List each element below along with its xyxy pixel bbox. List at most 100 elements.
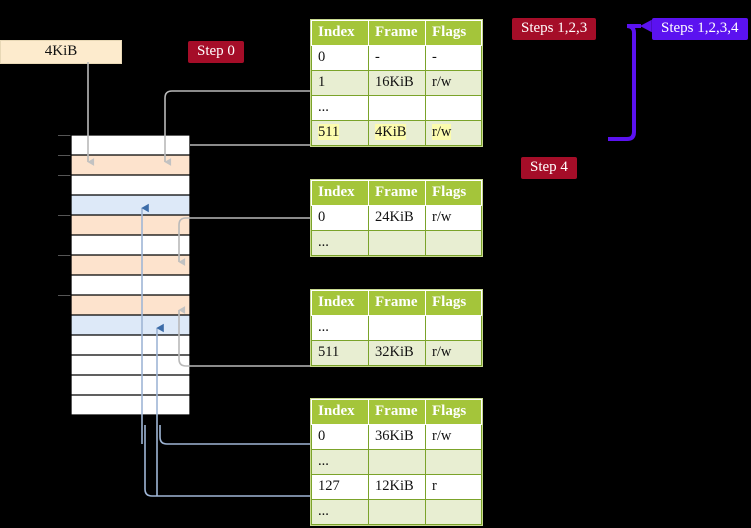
- cell-frame: -: [368, 45, 426, 71]
- cell-frame: 24KiB: [368, 205, 426, 231]
- cell-flags: r/w: [425, 424, 482, 450]
- cell-index: ...: [311, 95, 369, 121]
- cell-text: 511: [318, 124, 340, 140]
- cell-index: ...: [311, 230, 369, 256]
- cell-flags: -: [425, 45, 482, 71]
- column-header-flags: Flags: [425, 180, 482, 206]
- table-row[interactable]: ...: [311, 499, 482, 525]
- physical-memory-grid: [71, 135, 190, 415]
- steps-123-label: Steps 1,2,3: [521, 20, 588, 36]
- cell-flags: [425, 230, 482, 256]
- cell-flags: r/w: [425, 340, 482, 366]
- cell-text: 16KiB: [375, 74, 414, 90]
- column-header-frame: Frame: [368, 20, 426, 46]
- step-0-label: Step 0: [197, 43, 235, 59]
- cell-text: 12KiB: [375, 478, 414, 494]
- cell-frame: [368, 315, 426, 341]
- memory-tick: [58, 255, 72, 256]
- page-size-box: 4KiB: [0, 40, 122, 64]
- cell-flags: r/w: [425, 120, 482, 146]
- cell-text: r/w: [432, 344, 452, 360]
- cell-text: ...: [318, 503, 329, 519]
- table-row[interactable]: 511 32KiB r/w: [311, 340, 482, 366]
- cell-flags: r/w: [425, 70, 482, 96]
- cell-index: 127: [311, 474, 369, 500]
- cell-text: 127: [318, 478, 340, 494]
- table-row[interactable]: ...: [311, 230, 482, 256]
- table-row[interactable]: 511 4KiB r/w: [311, 120, 482, 146]
- table-row[interactable]: 0 24KiB r/w: [311, 205, 482, 231]
- cell-frame: [368, 449, 426, 475]
- column-header-frame: Frame: [368, 290, 426, 316]
- cell-index: 0: [311, 205, 369, 231]
- table-header-row: Index Frame Flags: [311, 20, 482, 46]
- page-table-level-1: Index Frame Flags 0 36KiB r/w ... 127 12…: [311, 399, 482, 525]
- cell-frame: 16KiB: [368, 70, 426, 96]
- step-0-badge: Step 0: [188, 41, 244, 63]
- page-table-level-2: Index Frame Flags ... 511 32KiB r/w: [311, 290, 482, 366]
- cell-index: 0: [311, 45, 369, 71]
- cell-flags: r/w: [425, 205, 482, 231]
- cell-frame: 36KiB: [368, 424, 426, 450]
- table-row[interactable]: ...: [311, 315, 482, 341]
- column-header-frame: Frame: [368, 180, 426, 206]
- table-row[interactable]: 127 12KiB r: [311, 474, 482, 500]
- wire-l2-entry511: [178, 306, 311, 367]
- table-row[interactable]: 0 - -: [311, 45, 482, 71]
- cell-text: 0: [318, 49, 326, 65]
- cell-flags: [425, 449, 482, 475]
- cell-index: 511: [311, 120, 369, 146]
- step-4-label: Step 4: [530, 159, 568, 175]
- table-header-row: Index Frame Flags: [311, 399, 482, 425]
- wire-l1-entry127: [144, 425, 311, 497]
- cell-frame: 12KiB: [368, 474, 426, 500]
- table-row[interactable]: 1 16KiB r/w: [311, 70, 482, 96]
- cell-index: 511: [311, 340, 369, 366]
- wire-l1-entry0: [159, 425, 311, 445]
- cell-text: 4KiB: [375, 124, 407, 140]
- cell-frame: 4KiB: [368, 120, 426, 146]
- cell-flags: [425, 315, 482, 341]
- cell-text: ...: [318, 453, 329, 469]
- cell-text: 32KiB: [375, 344, 414, 360]
- table-row[interactable]: ...: [311, 95, 482, 121]
- cell-text: ...: [318, 234, 329, 250]
- cell-index: 1: [311, 70, 369, 96]
- cell-flags: [425, 95, 482, 121]
- cell-flags: r: [425, 474, 482, 500]
- cell-text: ...: [318, 319, 329, 335]
- cell-text: -: [375, 49, 380, 65]
- cell-text: r/w: [432, 74, 452, 90]
- cell-text: -: [432, 49, 437, 65]
- cell-text: 1: [318, 74, 326, 90]
- memory-tick: [58, 175, 72, 176]
- column-header-index: Index: [311, 180, 369, 206]
- steps-123-badge: Steps 1,2,3: [512, 18, 597, 40]
- column-header-index: Index: [311, 399, 369, 425]
- cell-text: r/w: [432, 124, 452, 140]
- cell-text: 0: [318, 428, 326, 444]
- table-row[interactable]: ...: [311, 449, 482, 475]
- page-table-level-4: Index Frame Flags 0 - - 1 16KiB r/w ...: [311, 20, 482, 146]
- table-row[interactable]: 0 36KiB r/w: [311, 424, 482, 450]
- column-header-flags: Flags: [425, 399, 482, 425]
- cell-text: r/w: [432, 209, 452, 225]
- memory-tick: [58, 135, 72, 136]
- table-header-row: Index Frame Flags: [311, 180, 482, 206]
- cell-text: ...: [318, 99, 329, 115]
- cell-text: 24KiB: [375, 209, 414, 225]
- steps-1234-badge: Steps 1,2,3,4: [652, 18, 748, 40]
- table-header-row: Index Frame Flags: [311, 290, 482, 316]
- memory-tick: [58, 295, 72, 296]
- cycle-arrow: [608, 19, 652, 141]
- cell-text: 511: [318, 344, 340, 360]
- cell-text: 36KiB: [375, 428, 414, 444]
- memory-tick: [58, 215, 72, 216]
- page-table-level-3: Index Frame Flags 0 24KiB r/w ...: [311, 180, 482, 256]
- cell-frame: [368, 499, 426, 525]
- cell-frame: [368, 230, 426, 256]
- column-header-index: Index: [311, 20, 369, 46]
- cell-index: ...: [311, 499, 369, 525]
- steps-1234-label: Steps 1,2,3,4: [661, 20, 739, 36]
- cell-flags: [425, 499, 482, 525]
